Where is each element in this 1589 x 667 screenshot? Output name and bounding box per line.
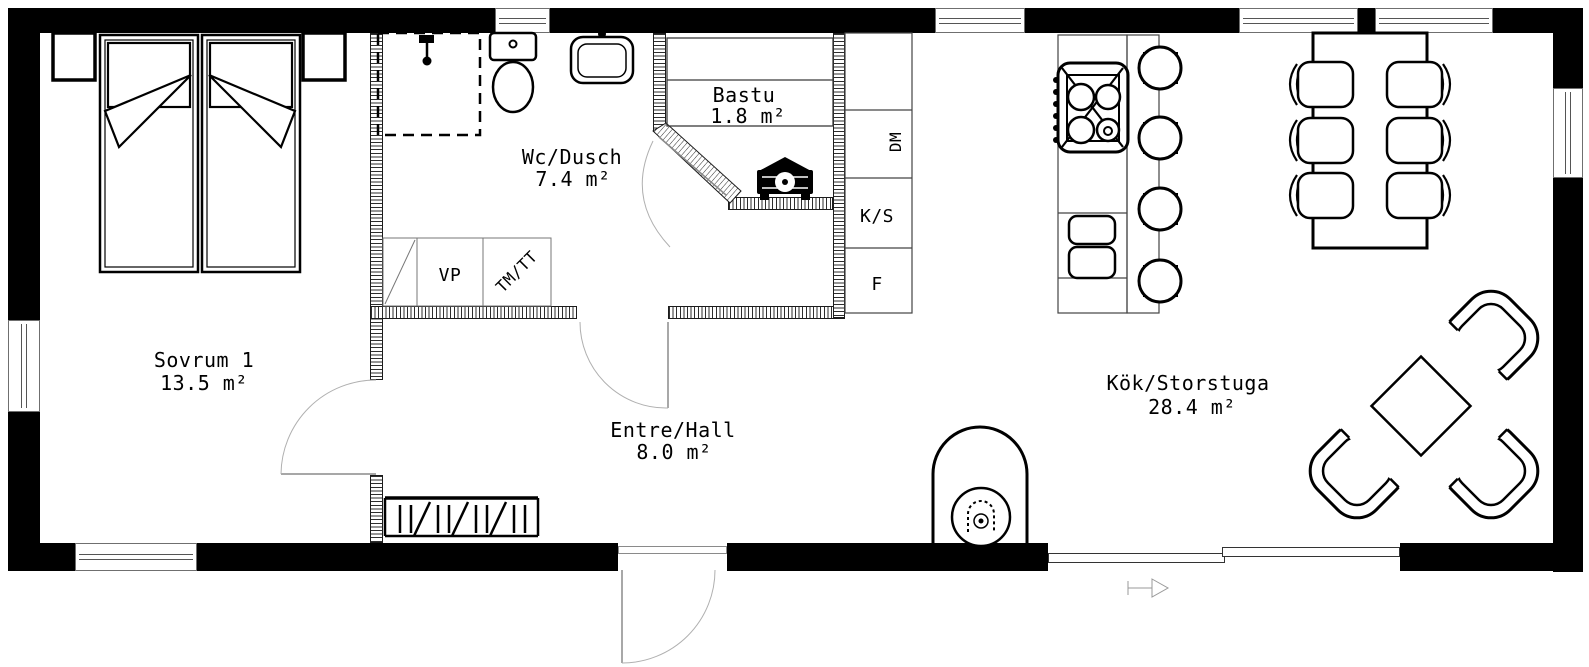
window-top-dining-2 [1375,8,1493,33]
wall-top-3 [1025,8,1239,33]
bar-stool-icon [1137,115,1183,161]
stove-icon [1053,61,1130,154]
bed-right-icon [200,33,302,274]
window-top-kitchen [935,8,1025,33]
room-area-bastu: 1.8 m² [710,104,786,128]
window-glazing [1379,17,1489,24]
armchair-icon [1425,405,1540,520]
chair-icon [1288,171,1355,220]
window-top-wc [495,8,550,33]
window-bottom-bedroom [75,543,197,571]
fireplace-icon [931,425,1029,548]
utility-closet [382,237,552,307]
bar-stool-icon [1137,186,1183,232]
kitchen-sink-icon [1067,214,1117,280]
window-glazing [1243,17,1354,24]
wall-sauna-diagonal [652,122,742,204]
window-top-dining-1 [1239,8,1358,33]
wall-right-1 [1553,8,1583,88]
wall-bottom-2 [197,543,618,571]
window-glazing [79,554,193,560]
room-area-wc: 7.4 m² [535,167,611,191]
room-area-entre: 8.0 m² [636,440,712,464]
shower-icon [376,31,482,137]
room-label-bastu: Bastu [712,83,776,107]
bar-stool-icon [1137,258,1183,304]
chair-icon [1385,171,1452,220]
room-area-sovrum: 13.5 m² [160,371,248,395]
window-glazing [21,324,27,408]
wall-left-1 [8,8,40,320]
window-left-bedroom [8,320,40,412]
armchair-icon [1308,405,1423,520]
wall-bedroom-upper [370,33,383,380]
wc-door-swing [579,321,669,409]
wall-right-2 [1553,178,1583,572]
coffee-table-icon [1369,354,1473,458]
wall-bedroom-lower [370,475,383,543]
sink-icon [569,30,635,85]
kitchen-island [1057,34,1160,314]
wall-bottom-1 [8,543,75,571]
sliding-door-panel-1 [1048,553,1225,563]
armchair-icon [1425,289,1540,404]
wall-top-post [1358,8,1375,33]
chair-icon [1385,116,1452,165]
entrance-door-swing [621,569,716,664]
bar-stools [1137,45,1183,304]
sliding-direction-arrow [1127,578,1170,598]
bedroom-door-swing [280,379,377,475]
appliance-label-ks: K/S [859,206,895,227]
sauna-door-swing [641,136,727,248]
room-label-kok: Kök/Storstuga [1106,371,1270,395]
window-glazing [1565,92,1571,174]
window-glazing [939,17,1021,24]
bed-left-icon [98,33,200,274]
stove-knobs [1053,77,1059,143]
appliance-label-f: F [871,274,883,295]
entrance-door-frame [618,546,727,554]
sauna-bench-icon [666,37,834,127]
sauna-heater-icon [757,157,813,200]
appliance-label-dm: DM [886,131,905,153]
room-label-entre: Entre/Hall [610,418,736,442]
chair-icon [1288,60,1355,109]
wall-top-1 [8,8,495,33]
kitchen-counter [844,32,913,314]
chair-icon [1385,60,1452,109]
dining-chairs [1288,60,1452,220]
room-label-wc: Wc/Dusch [521,145,623,169]
nightstand-left-icon [51,31,97,82]
window-right-living [1553,88,1583,178]
nightstand-right-icon [301,31,347,82]
wall-sauna-bottom [728,197,833,210]
toilet-icon [488,31,538,114]
chair-icon [1288,116,1355,165]
wall-bottom-4 [1400,543,1583,571]
wall-top-2 [550,8,935,33]
room-label-sovrum: Sovrum 1 [153,348,255,372]
coat-rack-icon [383,496,540,538]
wall-bottom-3 [727,543,1048,571]
sliding-door-panel-2 [1222,547,1400,557]
appliance-label-vp: VP [438,265,462,286]
window-glazing [499,17,546,24]
bar-stool-icon [1137,45,1183,91]
room-area-kok: 28.4 m² [1148,395,1236,419]
